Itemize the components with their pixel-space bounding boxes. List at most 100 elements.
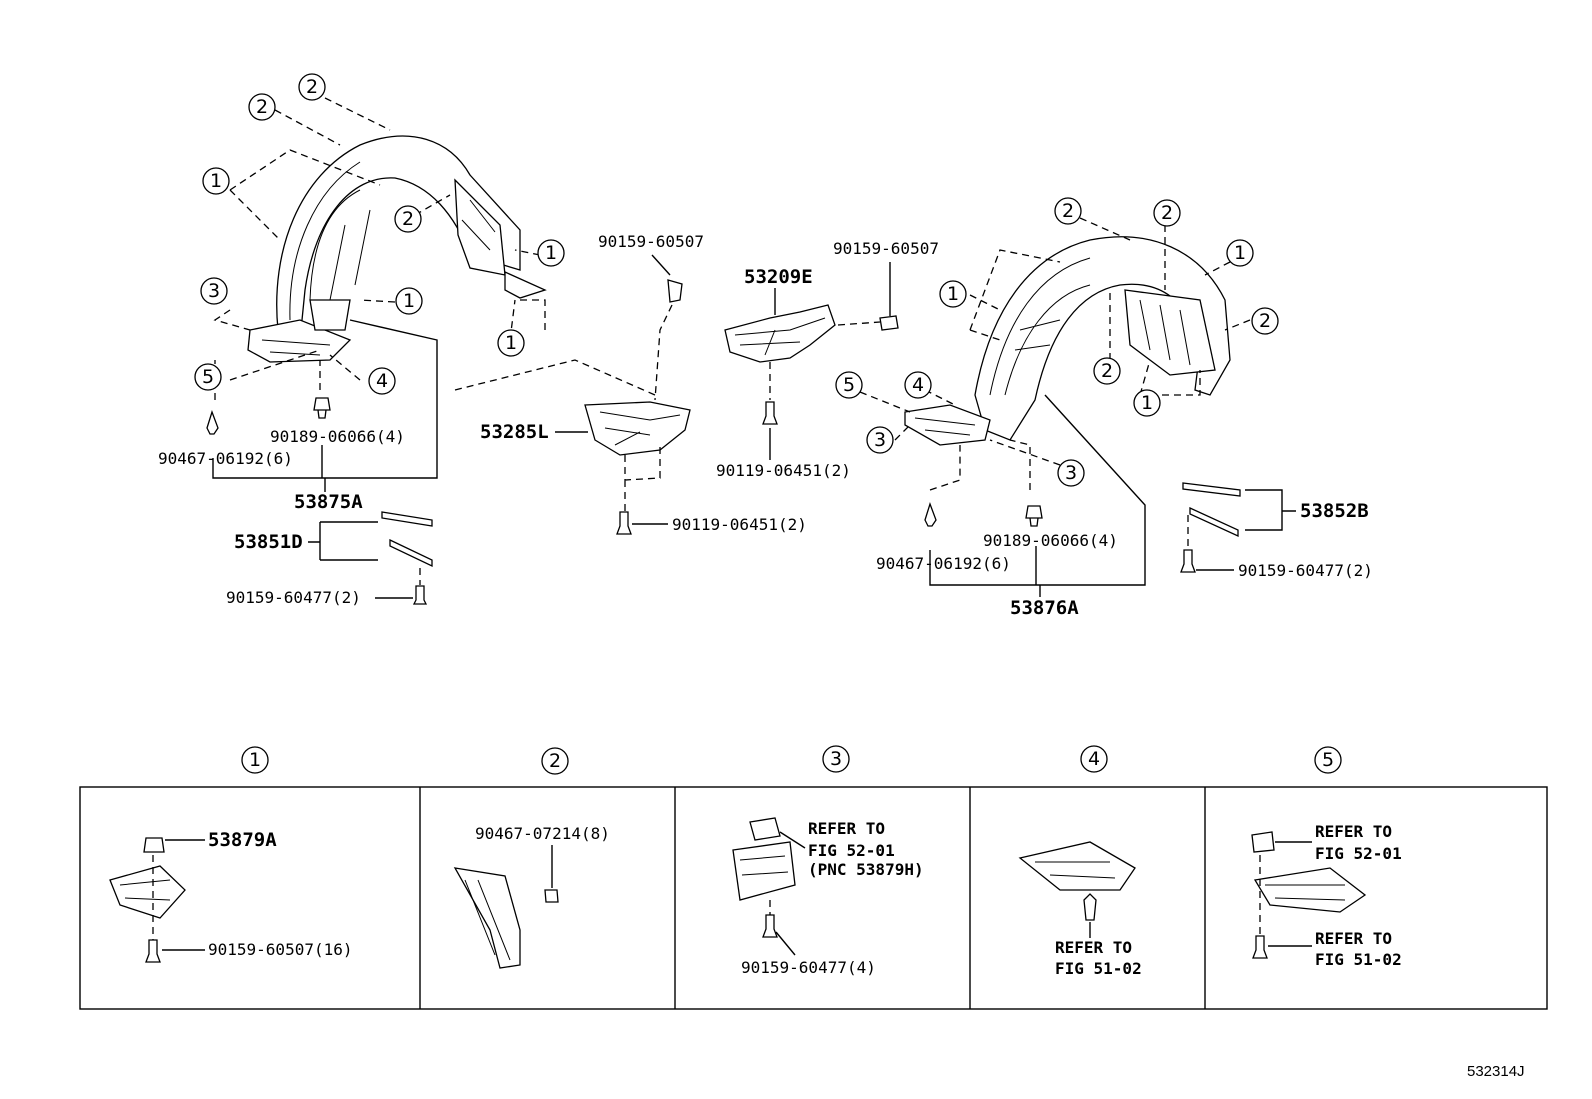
svg-text:1: 1 bbox=[1234, 242, 1246, 264]
label-90159-60477-right: 90159-60477(2) bbox=[1238, 561, 1373, 580]
callout-1: 1 bbox=[497, 329, 525, 357]
svg-text:3: 3 bbox=[874, 429, 886, 451]
callout-1: 1 bbox=[939, 280, 967, 308]
callout-2: 2 bbox=[298, 73, 326, 101]
svg-text:3: 3 bbox=[208, 280, 220, 302]
callout-2: 2 bbox=[1054, 197, 1082, 225]
svg-text:3: 3 bbox=[830, 748, 842, 770]
main-callouts: 2 2 1 2 1 1 3 1 5 4 2 2 1 1 2 2 5 4 1 3 … bbox=[194, 73, 1279, 487]
svg-text:1: 1 bbox=[249, 749, 261, 771]
bolt-90159-60507-detail-icon bbox=[145, 939, 161, 963]
nut-detail3-icon bbox=[749, 817, 781, 841]
callout-4: 4 bbox=[368, 367, 396, 395]
bolt-90159-60507-mid-icon bbox=[667, 279, 683, 303]
label-90189-06066-left: 90189-06066(4) bbox=[270, 427, 405, 446]
detail4-panel-drawing bbox=[1018, 841, 1136, 891]
svg-text:2: 2 bbox=[256, 96, 268, 118]
svg-text:2: 2 bbox=[1161, 202, 1173, 224]
callout-1: 1 bbox=[395, 287, 423, 315]
svg-text:4: 4 bbox=[912, 374, 924, 396]
svg-text:2: 2 bbox=[1259, 310, 1271, 332]
callout-1: 1 bbox=[1133, 389, 1161, 417]
label-53209E: 53209E bbox=[744, 266, 813, 288]
svg-text:4: 4 bbox=[376, 370, 388, 392]
detail3-panel-drawing bbox=[732, 841, 796, 901]
label-53852B: 53852B bbox=[1300, 500, 1369, 522]
seal-strip-upper-right bbox=[1182, 482, 1241, 497]
svg-text:3: 3 bbox=[1065, 462, 1077, 484]
label-53876A: 53876A bbox=[1010, 597, 1079, 619]
svg-text:1: 1 bbox=[1141, 392, 1153, 414]
nut-53879A-icon bbox=[143, 837, 165, 853]
callout-5: 5 bbox=[835, 371, 863, 399]
clip-90189-right-icon bbox=[1025, 505, 1043, 527]
detail5-panel-drawing bbox=[1253, 867, 1367, 913]
duct-53209E-drawing bbox=[724, 304, 836, 363]
svg-text:2: 2 bbox=[306, 76, 318, 98]
detail-header-2: 2 bbox=[541, 747, 569, 775]
svg-text:1: 1 bbox=[947, 283, 959, 305]
detail-header-5: 5 bbox=[1314, 746, 1342, 774]
ref-detail5a-line1: REFER TO bbox=[1315, 822, 1392, 841]
ref-detail5b-line1: REFER TO bbox=[1315, 929, 1392, 948]
callout-3: 3 bbox=[1057, 459, 1085, 487]
svg-text:2: 2 bbox=[1101, 360, 1113, 382]
screw-90119-duct-left-icon bbox=[616, 511, 632, 535]
callout-2: 2 bbox=[394, 205, 422, 233]
svg-text:1: 1 bbox=[403, 290, 415, 312]
ref-detail4-line1: REFER TO bbox=[1055, 938, 1132, 957]
svg-text:5: 5 bbox=[843, 374, 855, 396]
seal-strip-upper-left bbox=[381, 511, 433, 527]
label-90159-60477-left: 90159-60477(2) bbox=[226, 588, 361, 607]
label-53851D: 53851D bbox=[234, 531, 303, 553]
bolt-90159-60507-right-icon bbox=[879, 315, 899, 331]
ref-detail3-line3: (PNC 53879H) bbox=[808, 860, 924, 879]
detail2-liner-drawing bbox=[453, 867, 521, 969]
label-53875A: 53875A bbox=[294, 491, 363, 513]
seal-strip-lower-left bbox=[389, 538, 433, 568]
svg-text:1: 1 bbox=[210, 170, 222, 192]
detail-table: 1 2 3 4 5 53879A 90159-60507(16) 90467-0… bbox=[79, 745, 1548, 1010]
detail-header-1: 1 bbox=[241, 746, 269, 774]
diagram-code: 532314J bbox=[1467, 1063, 1525, 1080]
callout-1: 1 bbox=[202, 167, 230, 195]
clip-90467-right-icon bbox=[924, 501, 937, 527]
label-90159-60507-16: 90159-60507(16) bbox=[208, 940, 353, 959]
label-90119-06451-left: 90119-06451(2) bbox=[672, 515, 807, 534]
callout-3: 3 bbox=[866, 426, 894, 454]
clip-90189-left-icon bbox=[313, 397, 331, 419]
bolt-detail5-icon bbox=[1252, 935, 1268, 959]
label-90119-06451-right: 90119-06451(2) bbox=[716, 461, 851, 480]
clip-90467-left-icon bbox=[206, 409, 219, 435]
callout-2: 2 bbox=[1251, 307, 1279, 335]
clip-90467-07214-icon bbox=[544, 889, 559, 903]
detail1-panel-drawing bbox=[109, 865, 186, 919]
label-53879A: 53879A bbox=[208, 829, 277, 851]
clip-detail4-icon bbox=[1083, 893, 1097, 921]
bolt-90159-60477-detail-icon bbox=[762, 914, 778, 938]
callout-5: 5 bbox=[194, 363, 222, 391]
svg-text:5: 5 bbox=[202, 366, 214, 388]
callout-3: 3 bbox=[200, 277, 228, 305]
screw-90159-60477-right-icon bbox=[1180, 549, 1196, 573]
label-53285L: 53285L bbox=[480, 421, 549, 443]
label-90467-06192-left: 90467-06192(6) bbox=[158, 449, 293, 468]
screw-90119-duct-right-icon bbox=[762, 401, 778, 425]
callout-1: 1 bbox=[537, 239, 565, 267]
svg-text:5: 5 bbox=[1322, 749, 1334, 771]
detail-header-3: 3 bbox=[822, 745, 850, 773]
callout-1: 1 bbox=[1226, 239, 1254, 267]
callout-2: 2 bbox=[248, 93, 276, 121]
svg-text:4: 4 bbox=[1088, 748, 1100, 770]
right-fender-liner-drawing bbox=[904, 236, 1231, 446]
label-90467-06192-right: 90467-06192(6) bbox=[876, 554, 1011, 573]
label-90159-60507-mid: 90159-60507 bbox=[598, 232, 704, 251]
nut-detail5-icon bbox=[1251, 831, 1275, 853]
ref-detail5a-line2: FIG 52-01 bbox=[1315, 844, 1402, 863]
callout-4: 4 bbox=[904, 371, 932, 399]
callout-2: 2 bbox=[1093, 357, 1121, 385]
svg-text:1: 1 bbox=[545, 242, 557, 264]
left-fender-liner-drawing bbox=[247, 135, 547, 363]
ref-detail3-line1: REFER TO bbox=[808, 819, 885, 838]
